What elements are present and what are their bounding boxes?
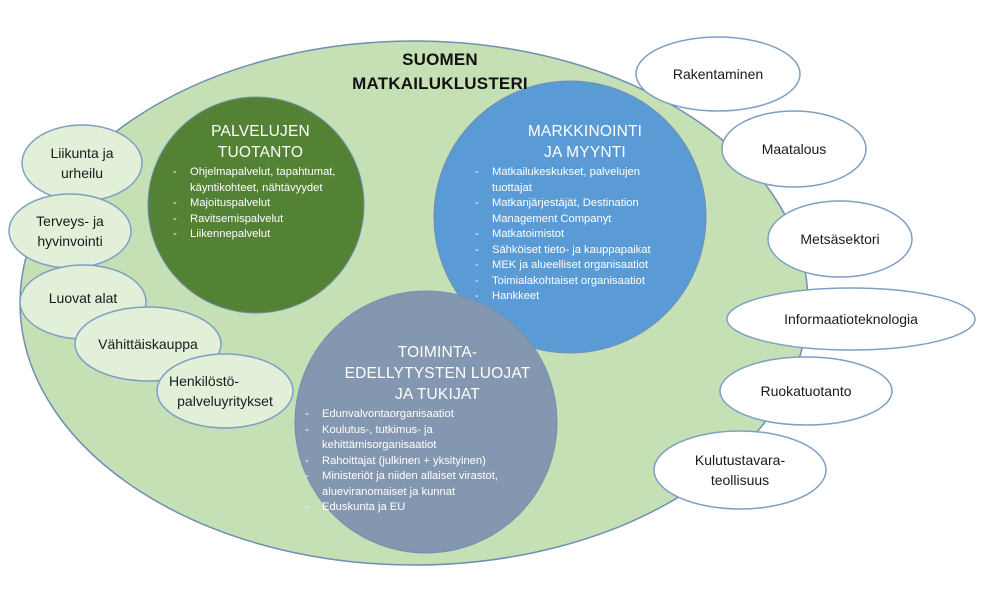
- marketing-list-item: Matkailukeskukset, palvelujen tuottajat: [470, 165, 680, 196]
- marketing-heading-line-1: MARKKINOINTI: [527, 123, 643, 140]
- enablers-list-item: Eduskunta ja EU: [300, 500, 540, 516]
- bubble-information-technology: [726, 287, 976, 351]
- marketing-list-item: Sähköiset tieto- ja kauppapaikat: [470, 243, 680, 259]
- enablers-heading: TOIMINTA- EDELLYTYSTEN LUOJAT JA TUKIJAT: [300, 342, 565, 405]
- enablers-heading-line-2: EDELLYTYSTEN LUOJAT: [344, 365, 531, 382]
- bubble-staffing-services: [156, 353, 294, 429]
- enablers-list-item: Ministeriöt ja niiden allaiset virastot,…: [300, 469, 540, 500]
- title-line-1: SUOMEN: [402, 50, 478, 69]
- marketing-list-item: Matkatoimistot: [470, 227, 680, 243]
- bubble-retail-label: Vähittäiskauppa: [75, 334, 221, 354]
- services-list-item: Majoituspalvelut: [168, 196, 338, 212]
- marketing-list: Matkailukeskukset, palvelujen tuottajat …: [470, 165, 680, 305]
- bubble-agriculture-label: Maatalous: [722, 139, 866, 159]
- bubble-label-line: Vähittäiskauppa: [98, 336, 198, 352]
- bubble-label-line: Henkilöstö-: [169, 373, 240, 389]
- bubble-construction: [635, 36, 801, 112]
- bubble-label-line: Maatalous: [761, 141, 827, 157]
- enablers-list: Edunvalvontaorganisaatiot Koulutus-, tut…: [300, 407, 540, 516]
- bubble-label-line: Luovat alat: [48, 290, 118, 306]
- services-list-item: Ravitsemispalvelut: [168, 212, 338, 228]
- bubble-label-line: urheilu: [60, 165, 104, 181]
- enablers-heading-line-3: JA TUKIJAT: [395, 386, 480, 403]
- bubble-food-production: [719, 356, 893, 426]
- bubble-creative-industries-label: Luovat alat: [20, 288, 146, 308]
- bubble-label-line: palveluyritykset: [177, 393, 273, 409]
- services-list-item: Ohjelmapalvelut, tapahtumat, käyntikohte…: [168, 165, 338, 196]
- services-list: Ohjelmapalvelut, tapahtumat, käyntikohte…: [168, 165, 338, 243]
- bubble-wellbeing-label: Terveys- ja hyvinvointi: [9, 211, 131, 251]
- title-line-2: MATKAILUKLUSTERI: [352, 74, 528, 93]
- services-heading-line-2: TUOTANTO: [217, 144, 304, 161]
- marketing-list-item: Hankkeet: [470, 289, 680, 305]
- bubble-label-line: teollisuus: [710, 472, 770, 488]
- diagram-title: SUOMEN MATKAILUKLUSTERI: [330, 48, 550, 96]
- bubble-label-line: Terveys- ja: [36, 213, 104, 229]
- bubble-forest-sector: [767, 200, 913, 278]
- bubble-forest-sector-label: Metsäsektori: [768, 229, 912, 249]
- bubble-consumer-goods-industry-label: Kulutustavara- teollisuus: [654, 450, 826, 490]
- bubble-staffing-services-label: Henkilöstö- palveluyritykset: [157, 371, 293, 411]
- marketing-list-item: Matkanjärjestäjät, Destination Managemen…: [470, 196, 680, 227]
- bubble-agriculture: [721, 110, 867, 188]
- bubble-label-line: Liikunta ja: [50, 145, 114, 161]
- bubble-label-line: Ruokatuotanto: [760, 383, 852, 399]
- bubble-construction-label: Rakentaminen: [636, 64, 800, 84]
- bubble-consumer-goods-industry: [653, 430, 827, 510]
- enablers-list-item: Rahoittajat (julkinen + yksityinen): [300, 454, 540, 470]
- services-list-item: Liikennepalvelut: [168, 227, 338, 243]
- bubble-sports-label: Liikunta ja urheilu: [22, 143, 142, 183]
- services-production-text: PALVELUJEN TUOTANTO Ohjelmapalvelut, tap…: [168, 121, 353, 243]
- marketing-heading: MARKKINOINTI JA MYYNTI: [470, 121, 700, 163]
- services-heading-line-1: PALVELUJEN: [211, 123, 310, 140]
- bubble-label-line: Rakentaminen: [672, 66, 764, 82]
- marketing-list-item: Toimialakohtaiset organisaatiot: [470, 274, 680, 290]
- bubble-label-line: Kulutustavara-: [694, 452, 786, 468]
- marketing-sales-text: MARKKINOINTI JA MYYNTI Matkailukeskukset…: [470, 121, 700, 305]
- enablers-supporters-text: TOIMINTA- EDELLYTYSTEN LUOJAT JA TUKIJAT…: [300, 342, 565, 516]
- enablers-list-item: Edunvalvontaorganisaatiot: [300, 407, 540, 423]
- enablers-heading-line-1: TOIMINTA-: [397, 344, 478, 361]
- marketing-heading-line-2: JA MYYNTI: [544, 144, 626, 161]
- bubble-food-production-label: Ruokatuotanto: [720, 381, 892, 401]
- bubble-label-line: hyvinvointi: [37, 233, 103, 249]
- enablers-list-item: Koulutus-, tutkimus- ja kehittämisorgani…: [300, 423, 472, 454]
- bubble-label-line: Informaatioteknologia: [784, 311, 918, 327]
- marketing-list-item: MEK ja alueelliset organisaatiot: [470, 258, 680, 274]
- services-heading: PALVELUJEN TUOTANTO: [168, 121, 353, 163]
- bubble-label-line: Metsäsektori: [800, 231, 880, 247]
- bubble-information-technology-label: Informaatioteknologia: [727, 309, 975, 329]
